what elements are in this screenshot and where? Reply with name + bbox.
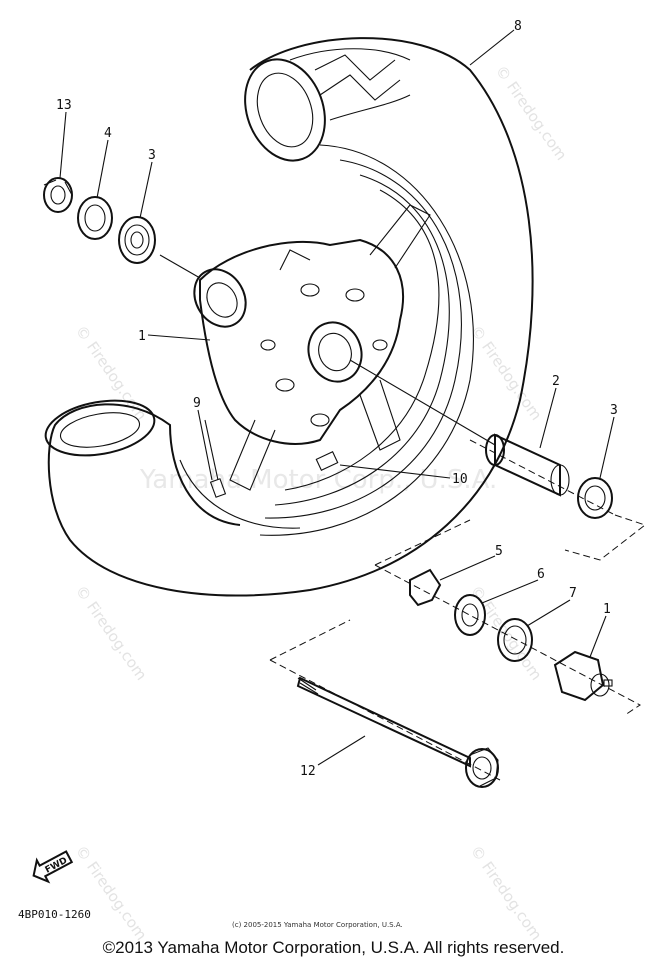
- callout-8: 8: [514, 19, 522, 34]
- small-copyright: (c) 2005-2015 Yamaha Motor Corporation, …: [232, 921, 403, 929]
- callout-5: 5: [495, 544, 503, 559]
- callout-9: 9: [193, 396, 201, 411]
- left-parts: [43, 177, 201, 279]
- watermark-mid-left: © Firedog.com: [72, 582, 151, 684]
- right-parts: [349, 359, 647, 561]
- callout-3-top: 3: [148, 148, 156, 163]
- fwd-arrow: FWD: [32, 850, 74, 884]
- watermarks: © Firedog.com © Firedog.com © Firedog.co…: [72, 62, 571, 944]
- callout-6: 6: [537, 567, 545, 582]
- watermark-bottom-left: © Firedog.com: [72, 842, 151, 944]
- callout-2: 2: [552, 374, 560, 389]
- lower-parts: [374, 519, 641, 716]
- footer-copyright: ©2013 Yamaha Motor Corporation, U.S.A. A…: [102, 938, 565, 957]
- callout-13: 13: [56, 98, 72, 113]
- diagram-code: 4BP010-1260: [18, 908, 91, 921]
- part-10-bolt: [315, 451, 339, 471]
- watermark-top-right: © Firedog.com: [492, 62, 571, 164]
- watermark-bottom-right: © Firedog.com: [467, 842, 546, 944]
- callout-12: 12: [300, 764, 316, 779]
- leader-lines: [59, 29, 615, 766]
- callout-labels: 13 4 3 8 1 9 10 2 3 5 6 7 1 12: [56, 19, 618, 779]
- callout-1-hub: 1: [138, 329, 146, 344]
- callout-7: 7: [569, 586, 577, 601]
- callout-1-nut: 1: [603, 602, 611, 617]
- watermark-right-mid: © Firedog.com: [467, 322, 546, 424]
- fwd-label: FWD: [44, 856, 69, 876]
- callout-4: 4: [104, 126, 112, 141]
- watermark-center: Yamaha Motor Corp., U.S.A.: [139, 465, 497, 495]
- tire: [44, 37, 534, 597]
- axle: [269, 619, 501, 788]
- valve-stem: [204, 419, 227, 498]
- callout-10: 10: [452, 472, 468, 487]
- callout-3-right: 3: [610, 403, 618, 418]
- wheel-hub: [193, 204, 431, 491]
